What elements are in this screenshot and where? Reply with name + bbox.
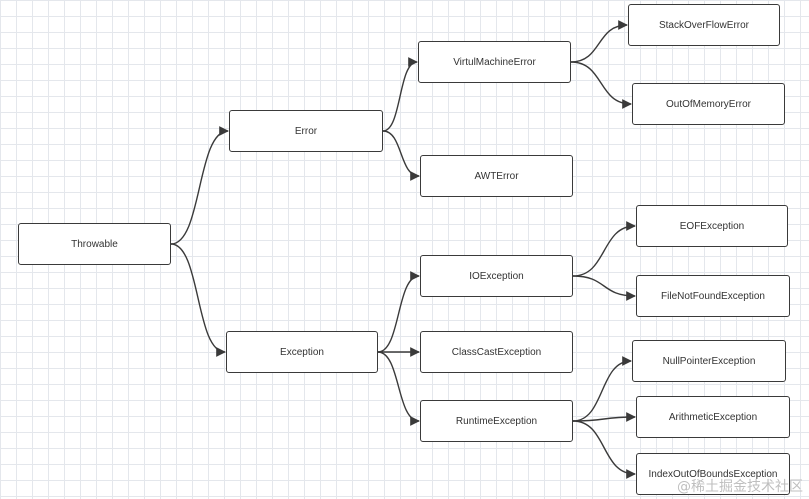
edge-runtime_exception-to-null_pointer_exception: [572, 356, 632, 422]
edge-io_exception-to-eof_exception: [572, 221, 636, 277]
node-index-out-of-bounds-exception[interactable]: IndexOutOfBoundsException: [636, 453, 790, 495]
edge-error-to-virtual_machine_error: [382, 57, 418, 132]
edge-exception-to-runtime_exception: [377, 351, 420, 426]
watermark: @稀土掘金技术社区: [677, 479, 803, 495]
node-eof-exception[interactable]: EOFException: [636, 205, 788, 247]
node-arithmetic-exception[interactable]: ArithmeticException: [636, 396, 790, 438]
node-out-of-memory-error[interactable]: OutOfMemoryError: [632, 83, 785, 125]
node-throwable[interactable]: Throwable: [18, 223, 171, 265]
node-exception[interactable]: Exception: [226, 331, 378, 373]
edge-error-to-awt_error: [382, 130, 420, 181]
edge-io_exception-to-file_not_found_exception: [572, 275, 636, 301]
node-class-cast-exception[interactable]: ClassCastException: [420, 331, 573, 373]
node-stack-overflow-error[interactable]: StackOverFlowError: [628, 4, 780, 46]
edge-throwable-to-error: [170, 126, 229, 245]
node-virtual-machine-error[interactable]: VirtulMachineError: [418, 41, 571, 83]
edge-virtual_machine_error-to-out_of_memory_error: [570, 61, 632, 109]
edge-runtime_exception-to-index_out_of_bounds_exception: [572, 420, 636, 479]
node-runtime-exception[interactable]: RuntimeException: [420, 400, 573, 442]
edge-virtual_machine_error-to-stack_overflow_error: [570, 20, 628, 63]
node-awt-error[interactable]: AWTError: [420, 155, 573, 197]
edge-throwable-to-exception: [170, 243, 226, 357]
node-null-pointer-exception[interactable]: NullPointerException: [632, 340, 786, 382]
node-io-exception[interactable]: IOException: [420, 255, 573, 297]
edge-runtime_exception-to-arithmetic_exception: [572, 412, 636, 422]
node-error[interactable]: Error: [229, 110, 383, 152]
edge-exception-to-io_exception: [377, 271, 420, 353]
node-file-not-found-exception[interactable]: FileNotFoundException: [636, 275, 790, 317]
